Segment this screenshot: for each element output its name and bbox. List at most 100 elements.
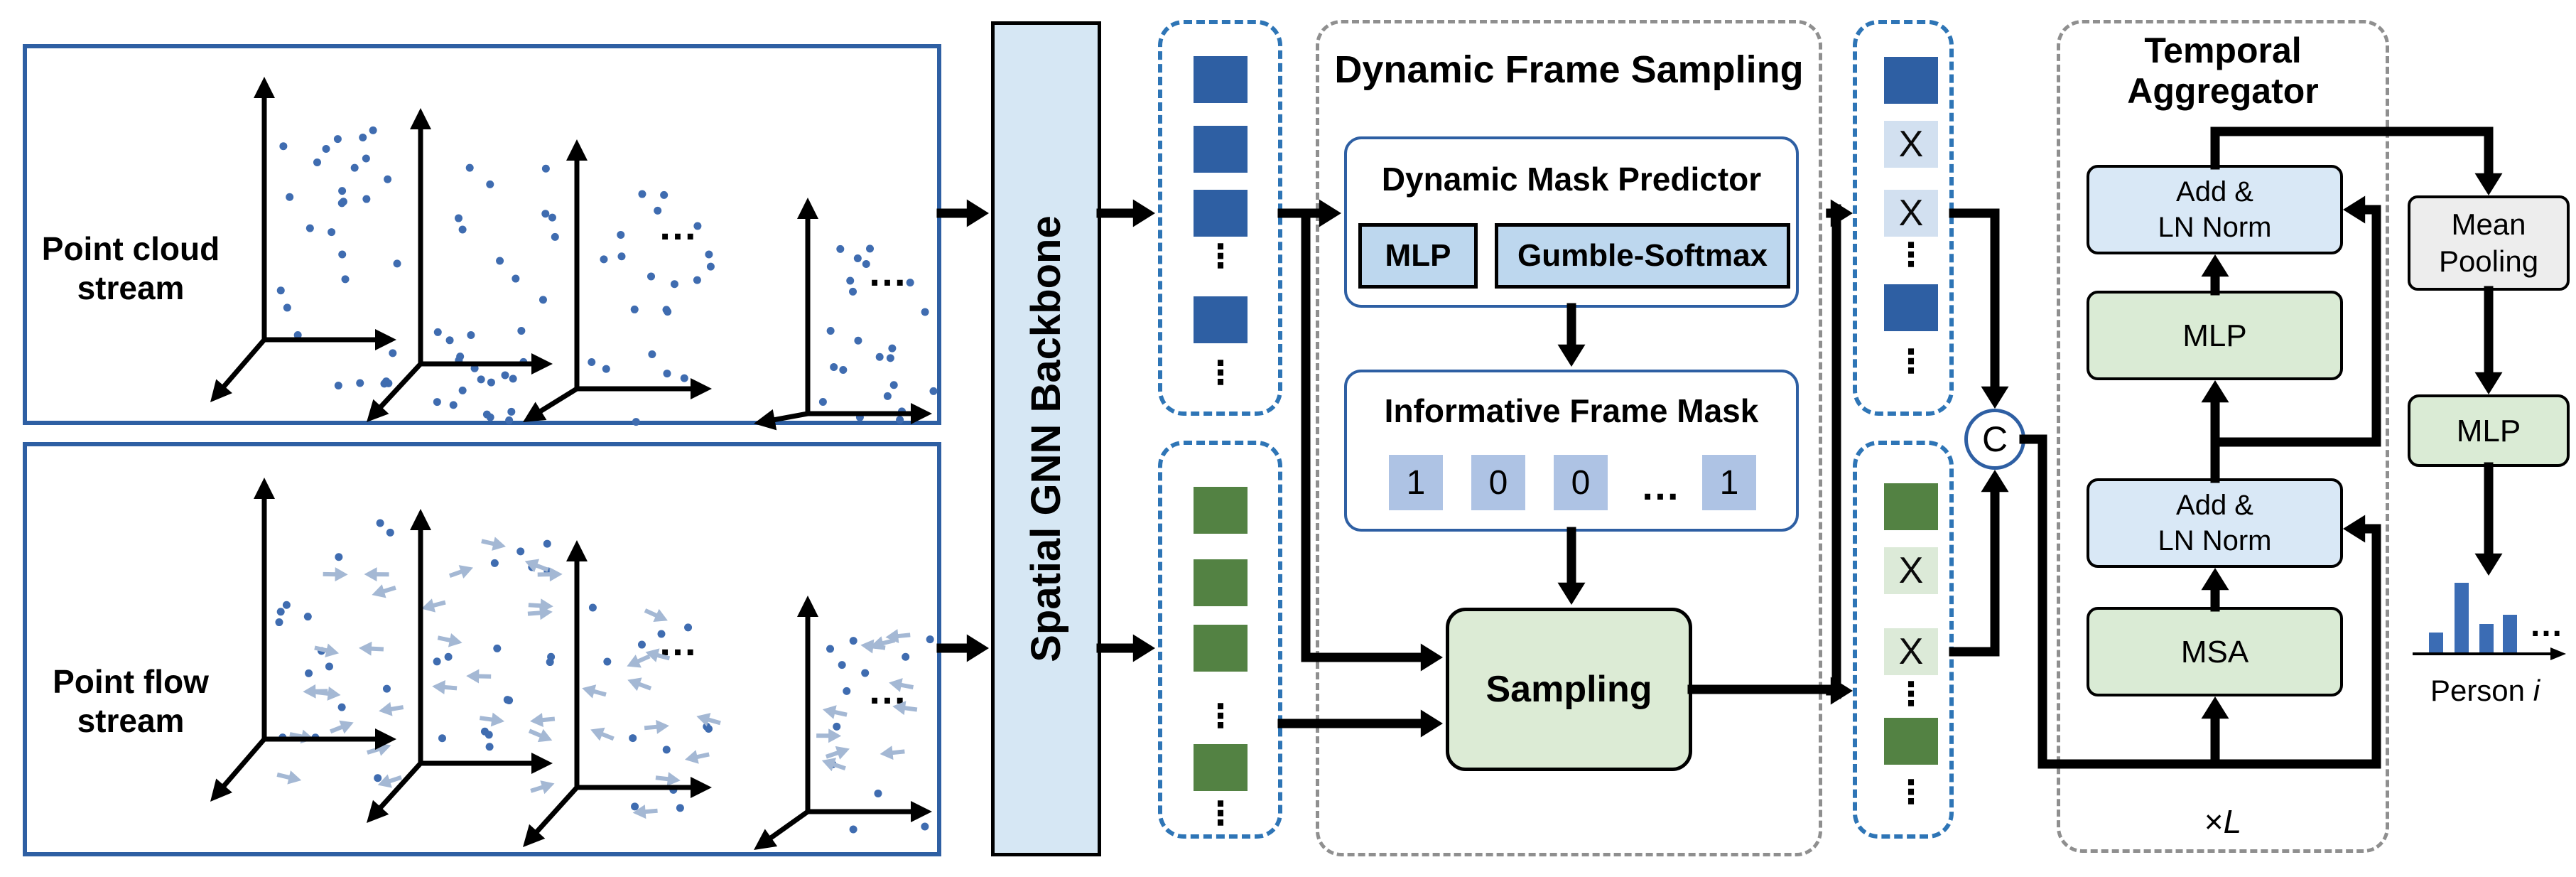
point-cloud-stream-label: Point cloud stream bbox=[24, 230, 237, 308]
person-word: Person bbox=[2430, 674, 2526, 707]
connector-arrow bbox=[1826, 199, 1853, 227]
mask-cell: 1 bbox=[1389, 455, 1443, 510]
ta-title-line2: Aggregator bbox=[2127, 71, 2319, 111]
concat-label: C bbox=[1981, 419, 2008, 459]
vertical-ellipsis: ⋮ bbox=[1204, 793, 1237, 832]
flow-token bbox=[1194, 487, 1248, 534]
sampled-cloud-token bbox=[1884, 284, 1938, 331]
add-ln-norm-top-box: Add & LN Norm bbox=[2087, 165, 2343, 254]
vertical-ellipsis: ⋮ bbox=[1895, 235, 1927, 274]
x-mark: X bbox=[1898, 550, 1924, 591]
output-mlp-box: MLP bbox=[2408, 394, 2570, 467]
dropped-flow-token: X bbox=[1884, 628, 1938, 675]
cloud-token-stack-box bbox=[1158, 20, 1282, 416]
connector-arrow bbox=[1096, 634, 1155, 662]
connector-arrow bbox=[2474, 462, 2503, 576]
addln1-line1: Add & bbox=[2176, 176, 2253, 208]
bars-ellipsis: … bbox=[2529, 606, 2565, 644]
predictor-mlp-box: MLP bbox=[1358, 223, 1478, 289]
cloud-token bbox=[1194, 56, 1248, 103]
dynamic-frame-sampling-title: Dynamic Frame Sampling bbox=[1334, 48, 1804, 91]
ta-title-line1: Temporal bbox=[2144, 30, 2302, 70]
mask-ellipsis: … bbox=[1640, 463, 1682, 508]
flow-token bbox=[1194, 559, 1248, 606]
x-mark: X bbox=[1898, 193, 1924, 234]
person-index: i bbox=[2533, 674, 2540, 707]
aggregator-mlp-label: MLP bbox=[2182, 318, 2247, 353]
addln1-line2: LN Norm bbox=[2158, 212, 2272, 243]
l-symbol: L bbox=[2223, 803, 2242, 840]
vertical-ellipsis: ⋮ bbox=[1204, 696, 1237, 735]
point-flow-label-line2: stream bbox=[77, 702, 185, 740]
x-mark: X bbox=[1898, 631, 1924, 672]
connector-arrow bbox=[1826, 677, 1853, 705]
sampling-label: Sampling bbox=[1485, 669, 1652, 710]
frame-ellipsis: … bbox=[867, 249, 909, 294]
times-symbol: × bbox=[2204, 803, 2224, 840]
add-ln-norm-bottom-label: Add &LN Norm bbox=[2158, 488, 2271, 559]
cloud-token bbox=[1194, 296, 1248, 343]
vertical-ellipsis: ⋮ bbox=[1204, 236, 1237, 275]
vertical-ellipsis: ⋮ bbox=[1895, 772, 1927, 811]
connector-arrow bbox=[1096, 199, 1155, 227]
sampled-flow-token bbox=[1884, 483, 1938, 530]
output-mlp-label: MLP bbox=[2456, 413, 2521, 448]
point-cloud-label-line1: Point cloud bbox=[41, 230, 220, 267]
connector-arrow bbox=[1949, 208, 2009, 409]
repeat-l-label: ×L bbox=[2166, 800, 2280, 843]
mask-cell: 0 bbox=[1554, 455, 1608, 510]
cloud-token bbox=[1194, 126, 1248, 173]
vertical-ellipsis: ⋮ bbox=[1895, 674, 1927, 713]
spatial-gnn-backbone-label-wrap: Spatial GNN Backbone bbox=[991, 21, 1101, 856]
frame-ellipsis: … bbox=[658, 203, 699, 248]
connector-arrow bbox=[936, 634, 989, 662]
repeat-times: ×L bbox=[2204, 802, 2241, 841]
msa-box: MSA bbox=[2087, 607, 2343, 696]
connector-arrow bbox=[1949, 470, 2009, 657]
gumble-softmax-box: Gumble-Softmax bbox=[1495, 223, 1790, 289]
add-ln-norm-bottom-box: Add &LN Norm bbox=[2087, 478, 2343, 568]
temporal-aggregator-box bbox=[2057, 20, 2389, 853]
mean-pooling-line2: Pooling bbox=[2438, 244, 2539, 278]
flow-token bbox=[1194, 744, 1248, 791]
spatial-gnn-backbone bbox=[991, 21, 1101, 856]
person-label-text: Person i bbox=[2430, 674, 2540, 708]
dynamic-mask-predictor-title: Dynamic Mask Predictor bbox=[1381, 161, 1762, 198]
dropped-cloud-token: X bbox=[1884, 190, 1938, 237]
point-flow-label-line1: Point flow bbox=[53, 663, 209, 700]
add-ln-norm-top-label: Add & LN Norm bbox=[2158, 174, 2271, 245]
flow-token-stack-box bbox=[1158, 441, 1282, 839]
point-cloud-label-line2: stream bbox=[77, 269, 185, 307]
sampling-box: Sampling bbox=[1446, 608, 1692, 771]
gumble-softmax-label: Gumble-Softmax bbox=[1517, 238, 1768, 273]
connector-arrow bbox=[936, 199, 989, 227]
predictor-mlp-label: MLP bbox=[1385, 238, 1451, 273]
connector-arrow bbox=[2474, 286, 2503, 394]
dropped-flow-token: X bbox=[1884, 547, 1938, 594]
point-flow-stream-panel bbox=[23, 442, 941, 856]
informative-frame-mask-title: Informative Frame Mask bbox=[1384, 392, 1759, 429]
dropped-cloud-token: X bbox=[1884, 121, 1938, 168]
flow-token bbox=[1194, 625, 1248, 672]
person-label: Person i bbox=[2379, 671, 2576, 711]
msa-label: MSA bbox=[2180, 634, 2249, 669]
addln2-line2: LN Norm bbox=[2158, 525, 2272, 556]
sampled-flow-token bbox=[1884, 718, 1938, 765]
frame-ellipsis: … bbox=[658, 619, 699, 664]
concat-node: C bbox=[1964, 409, 2025, 470]
bar-axis bbox=[2413, 647, 2566, 660]
sampled-cloud-token bbox=[1884, 57, 1938, 104]
person-distribution-chart bbox=[2429, 583, 2517, 654]
x-mark: X bbox=[1898, 124, 1924, 165]
point-flow-stream-label: Point flow stream bbox=[24, 662, 237, 741]
spatial-gnn-backbone-label: Spatial GNN Backbone bbox=[1023, 215, 1069, 662]
aggregator-mlp-box: MLP bbox=[2087, 291, 2343, 380]
cloud-token bbox=[1194, 190, 1248, 237]
mask-cell: 1 bbox=[1702, 455, 1756, 510]
frame-ellipsis: … bbox=[867, 667, 909, 712]
